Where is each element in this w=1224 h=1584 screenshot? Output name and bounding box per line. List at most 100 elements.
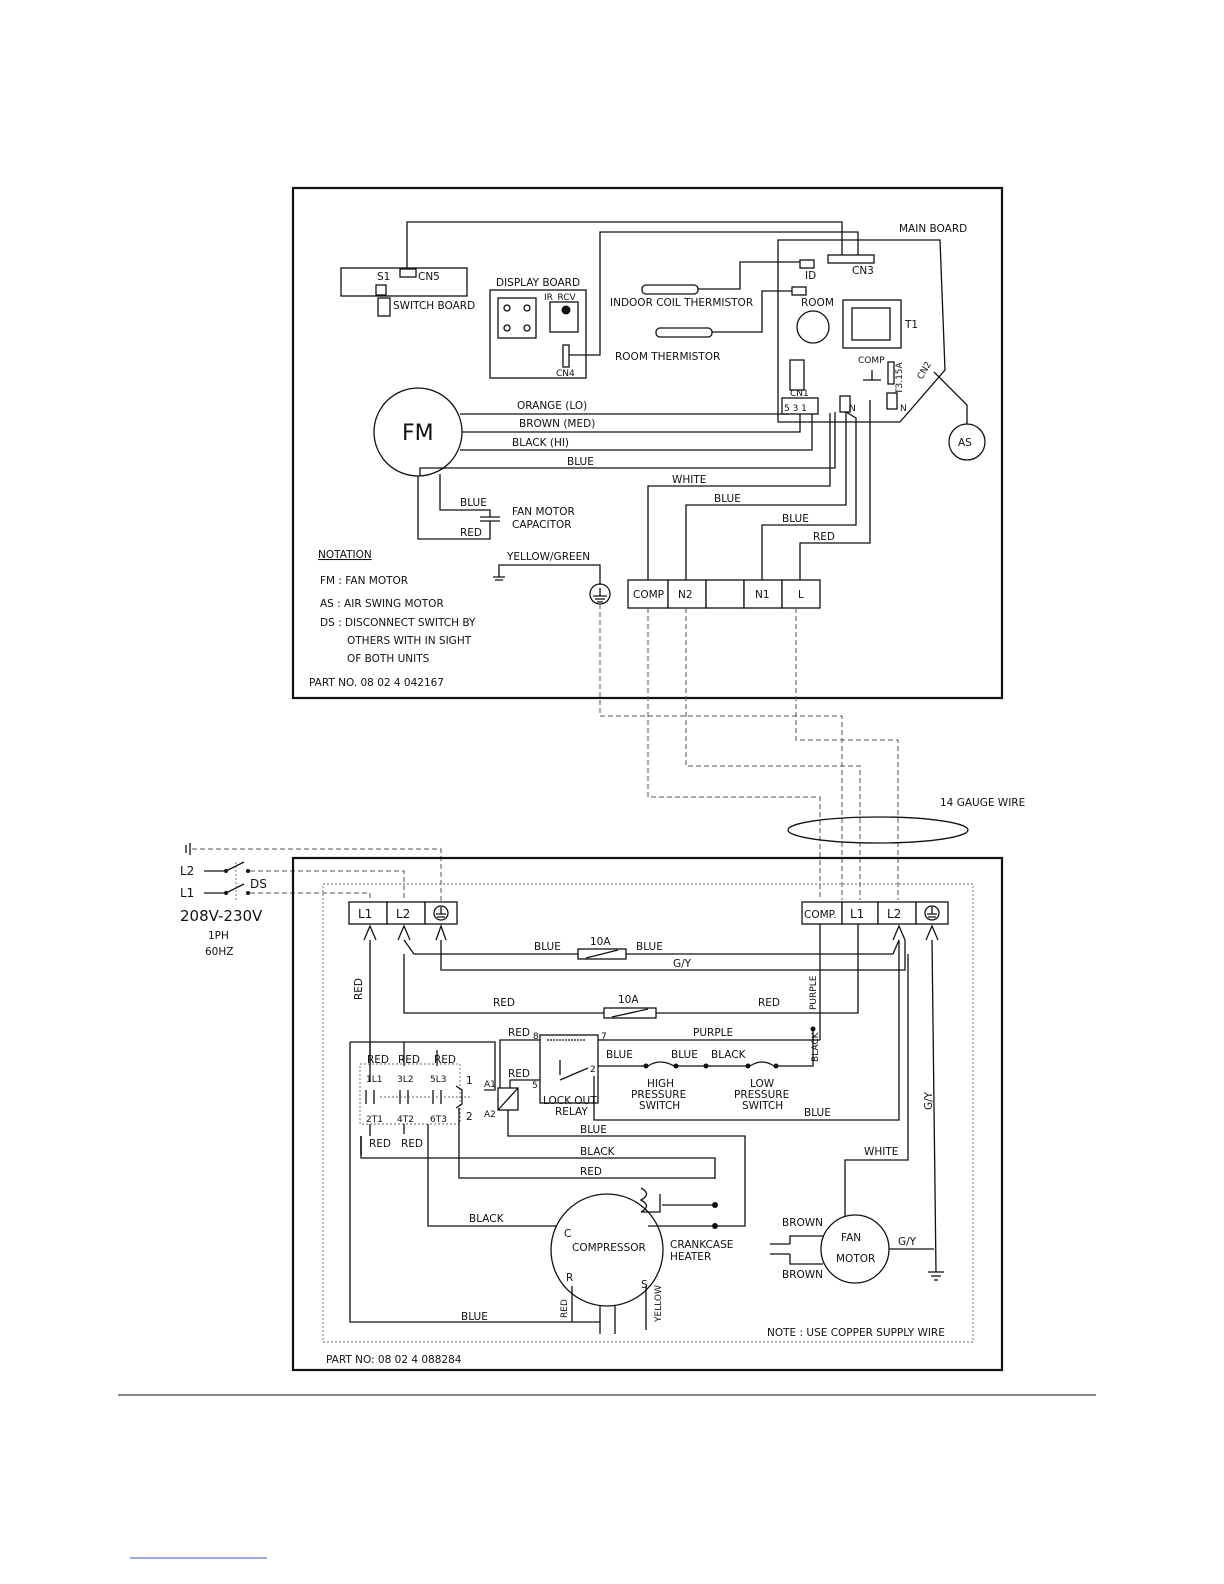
wire-blue-hps-label: BLUE — [606, 1049, 633, 1061]
display-led-block — [497, 297, 537, 339]
main-board-label: MAIN BOARD — [899, 223, 967, 235]
wire-black-to-lps — [776, 1029, 814, 1067]
display-led — [503, 304, 511, 312]
outdoor-l2-left-label: L2 — [396, 907, 410, 921]
compressor-leads — [599, 1306, 616, 1334]
display-led — [523, 304, 531, 312]
indoor-terminal-comp-label: COMP — [633, 589, 664, 601]
link-n2 — [685, 608, 861, 900]
ground-symbol-icon — [436, 907, 446, 918]
ground-terminal-icon — [924, 905, 940, 921]
wire-blue-right-label: BLUE — [636, 941, 663, 953]
wire-yellow-green — [498, 564, 601, 585]
wire-room-thermistor — [712, 290, 792, 333]
disconnect-switch — [225, 861, 245, 894]
cn1-label: CN1 — [790, 389, 809, 399]
wire-yellow-green-label: YELLOW/GREEN — [506, 551, 590, 563]
compressor-rs-leads — [571, 1286, 647, 1330]
relay-pin-8: 8 — [533, 1032, 539, 1042]
fuse-lower-label: 10A — [618, 994, 639, 1006]
as-label: AS — [958, 437, 972, 449]
wire-red-l1-label: RED — [353, 978, 365, 1000]
wire-black-to-c — [427, 1124, 556, 1227]
display-board — [489, 289, 587, 379]
hps-label-1: HIGH — [647, 1078, 674, 1090]
low-pressure-switch — [749, 1061, 775, 1067]
supply-freq: 60HZ — [205, 946, 233, 958]
contactor-coil — [455, 1085, 463, 1109]
wire-white-fan-label: WHITE — [864, 1146, 898, 1158]
fan-capacitor — [770, 1243, 790, 1255]
relay-contact — [559, 1060, 589, 1081]
ground-terminal-icon — [433, 905, 449, 921]
wire-red-fused — [403, 924, 859, 1014]
wire-brown-label: BROWN (MED) — [519, 418, 595, 430]
supply-voltage: 208V-230V — [180, 907, 263, 925]
wire-blue-relay-return — [593, 940, 900, 1121]
contactor-red-1: RED — [367, 1054, 389, 1066]
outdoor-l1-right-label: L1 — [850, 907, 864, 921]
transformer-t1 — [842, 299, 902, 349]
fm-label: FM — [402, 421, 434, 446]
notation-ds-3: OF BOTH UNITS — [347, 653, 430, 665]
hps-label-2: PRESSURE — [631, 1089, 686, 1101]
hps-contact — [673, 1063, 679, 1069]
wire-cn4-to-cn3 — [569, 231, 859, 356]
wire-blue-fused — [403, 939, 900, 955]
wire-white-fan — [844, 954, 909, 1217]
wire-brown — [462, 414, 801, 433]
wire-coil-thermistor — [698, 261, 800, 290]
contactor-red-5: RED — [401, 1138, 423, 1150]
indoor-part-no: PART NO. 08 02 4 042167 — [309, 677, 444, 689]
notation-fm: FM : FAN MOTOR — [320, 575, 408, 587]
wire-blue-a2 — [507, 1110, 746, 1227]
indoor-terminal-l-label: L — [798, 589, 804, 601]
ds-contact — [246, 869, 250, 873]
t1-label: T1 — [904, 319, 918, 331]
contactor-red-4: RED — [369, 1138, 391, 1150]
switch-s1 — [375, 284, 387, 296]
crankcase-label-2: HEATER — [670, 1251, 711, 1263]
cn5-connector — [399, 268, 417, 278]
wire-gy-label: G/Y — [673, 958, 692, 970]
lock-out-relay — [539, 1034, 599, 1104]
relay-label-1: LOCK OUT — [543, 1095, 597, 1107]
wire-black-label: BLACK (HI) — [512, 437, 569, 449]
indoor-terminal-blank — [705, 579, 745, 609]
supply-ground-icon — [185, 843, 191, 855]
ir-receiver — [549, 301, 579, 333]
main-board-outline — [777, 239, 946, 423]
cn1-pins: 5 3 1 — [784, 404, 807, 414]
wire-black-top-label: BLACK — [580, 1146, 616, 1158]
outdoor-fan-motor — [820, 1214, 890, 1284]
compressor-label: COMPRESSOR — [572, 1242, 646, 1254]
board-relay-circle — [796, 310, 830, 344]
room-connector — [791, 286, 807, 296]
room-thermistor — [655, 327, 713, 338]
outdoor-unit-frame — [291, 856, 1004, 1372]
wire-black-top — [360, 1136, 716, 1179]
supply-phase: 1PH — [208, 930, 229, 942]
id-label: ID — [805, 270, 816, 282]
cn5-label: CN5 — [418, 271, 440, 283]
wire-blue-left-label: BLUE — [534, 941, 561, 953]
capacitor-label-2: CAPACITOR — [512, 519, 572, 531]
fuse-symbol — [887, 361, 895, 385]
supply-l1-dashed — [250, 892, 371, 904]
lps-label-3: SWITCH — [742, 1100, 783, 1112]
link-ground — [599, 604, 843, 900]
ground-icon — [928, 1271, 944, 1281]
outdoor-comp-label: COMP. — [804, 909, 837, 921]
fuse-element — [611, 1008, 649, 1018]
fuse-element — [585, 949, 619, 959]
wire-yellow-s-label: YELLOW — [654, 1285, 664, 1323]
wire-red-heater-label: RED — [580, 1166, 602, 1178]
s1-label: S1 — [377, 271, 390, 283]
contactor-6t3: 6T3 — [430, 1115, 447, 1125]
room-thermistor-label: ROOM THERMISTOR — [615, 351, 720, 363]
wire-capacitor-blue — [439, 474, 491, 517]
contactor-5l3: 5L3 — [430, 1075, 446, 1085]
ir-receiver-eye — [561, 305, 571, 315]
n-connector-1 — [839, 395, 851, 413]
